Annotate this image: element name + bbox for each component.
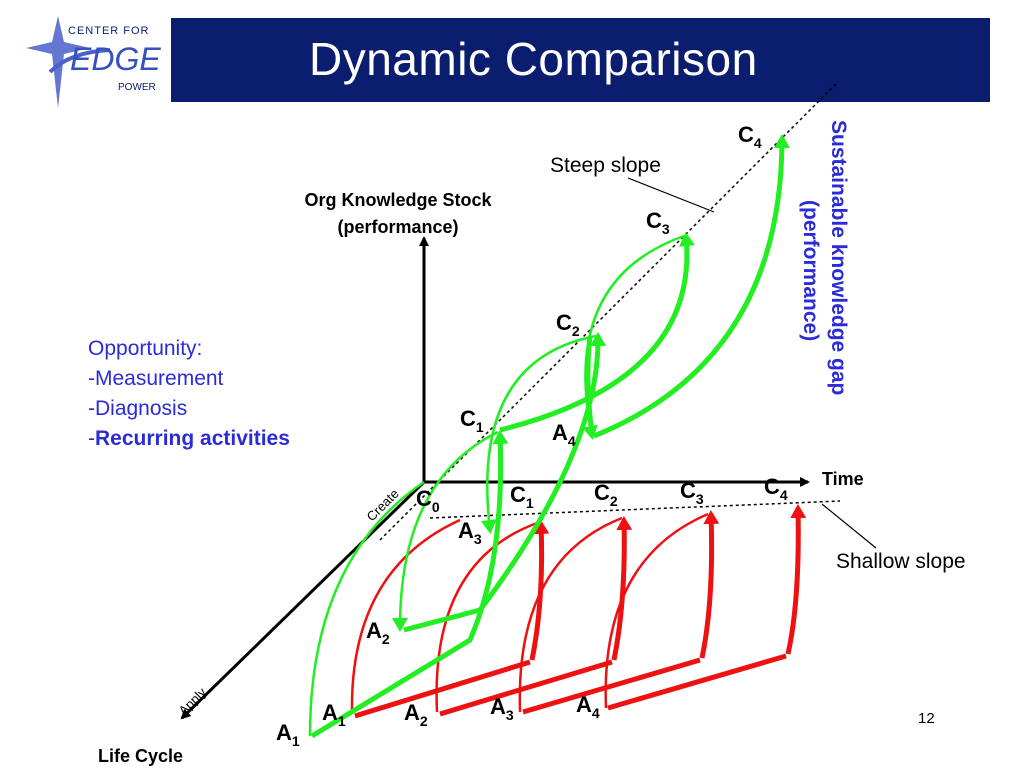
upper-c4: C4 [738, 122, 762, 151]
lower-c0: C0 [416, 486, 440, 515]
logo-line3: POWER [118, 82, 156, 93]
axis-label-knowledge: Org Knowledge Stock [304, 190, 492, 210]
lower-a3: A3 [490, 694, 514, 723]
lower-a2: A2 [404, 700, 428, 729]
lower-c2: C2 [594, 480, 618, 509]
red-link-3 [522, 657, 701, 715]
lower-a1: A1 [322, 700, 346, 729]
green-rise-4 [593, 134, 790, 439]
shallow-pointer [821, 503, 877, 549]
upper-a1: A1 [276, 720, 300, 749]
green-rise-1 [310, 430, 509, 739]
opportunity-list: Opportunity: -Measurement -Diagnosis -Re… [88, 334, 290, 454]
logo-icon: CENTER FOR EDGE POWER [26, 16, 161, 108]
lower-a-labels: A1 A2 A3 A4 [322, 692, 600, 729]
green-rise-2 [403, 332, 607, 633]
upper-a2: A2 [366, 618, 390, 647]
red-link-2 [439, 659, 613, 717]
green-curve-3 [480, 334, 597, 534]
upper-c1: C1 [460, 406, 484, 435]
shallow-slope-label: Shallow slope [836, 550, 966, 573]
opportunity-item-diagnosis: -Diagnosis [88, 397, 188, 420]
slide-title: Dynamic Comparison [309, 33, 758, 85]
upper-c3: C3 [646, 208, 670, 237]
red-curve-1 [350, 518, 461, 713]
gap-label-line1: Sustainable knowledge gap [827, 120, 850, 395]
opportunity-item-measurement: -Measurement [88, 367, 224, 390]
lower-c4: C4 [764, 474, 788, 503]
logo-line2: EDGE [70, 41, 161, 77]
opportunity-heading: Opportunity: [88, 337, 203, 360]
edge-logo: CENTER FOR EDGE POWER [20, 12, 170, 112]
lower-c-labels: C0 C1 C2 C3 C4 [416, 474, 788, 515]
axis-label-lifecycle: Life Cycle [98, 746, 183, 766]
axis-label-time: Time [822, 469, 864, 489]
upper-a-labels: A1 A2 A3 A4 [276, 420, 576, 749]
lower-a4: A4 [576, 692, 600, 721]
logo-line1: CENTER FOR [68, 25, 150, 37]
red-curve-4 [604, 512, 709, 709]
shallow-slope-line [429, 500, 841, 519]
opportunity-item-recurring: -Recurring activities [88, 424, 290, 454]
steep-slope-label: Steep slope [550, 154, 661, 177]
red-link-1 [354, 659, 531, 719]
gap-label-line2: (performance) [799, 200, 822, 341]
red-rise-3 [699, 510, 720, 659]
upper-a3: A3 [458, 518, 482, 547]
green-rise-3 [499, 232, 695, 433]
steep-slope-line [379, 81, 839, 541]
green-cycles [308, 134, 790, 739]
title-bar: Dynamic Comparison [171, 18, 990, 102]
lower-c1: C1 [510, 482, 534, 511]
axis-label-apply: Apply [176, 684, 210, 718]
opportunity-bold-text: Recurring activities [95, 427, 290, 450]
red-rise-2 [611, 516, 633, 661]
upper-c-labels: C1 C2 C3 C4 [460, 122, 762, 435]
lifecycle-axis [180, 480, 426, 720]
upper-a4: A4 [552, 420, 576, 449]
upper-c2: C2 [556, 310, 580, 339]
red-cycles [350, 504, 807, 719]
slide-number: 12 [918, 710, 935, 727]
steep-pointer [627, 177, 715, 213]
green-curve-1 [308, 480, 425, 737]
green-link-2 [585, 335, 595, 435]
red-curve-3 [518, 516, 623, 713]
red-rise-1 [529, 520, 550, 661]
green-curve-2 [392, 430, 499, 632]
red-curve-2 [435, 520, 541, 713]
lower-c3: C3 [680, 478, 704, 507]
opportunity-dash: - [88, 427, 95, 450]
red-rise-4 [785, 504, 807, 655]
axis-label-performance: (performance) [337, 217, 458, 237]
red-link-4 [607, 653, 787, 711]
